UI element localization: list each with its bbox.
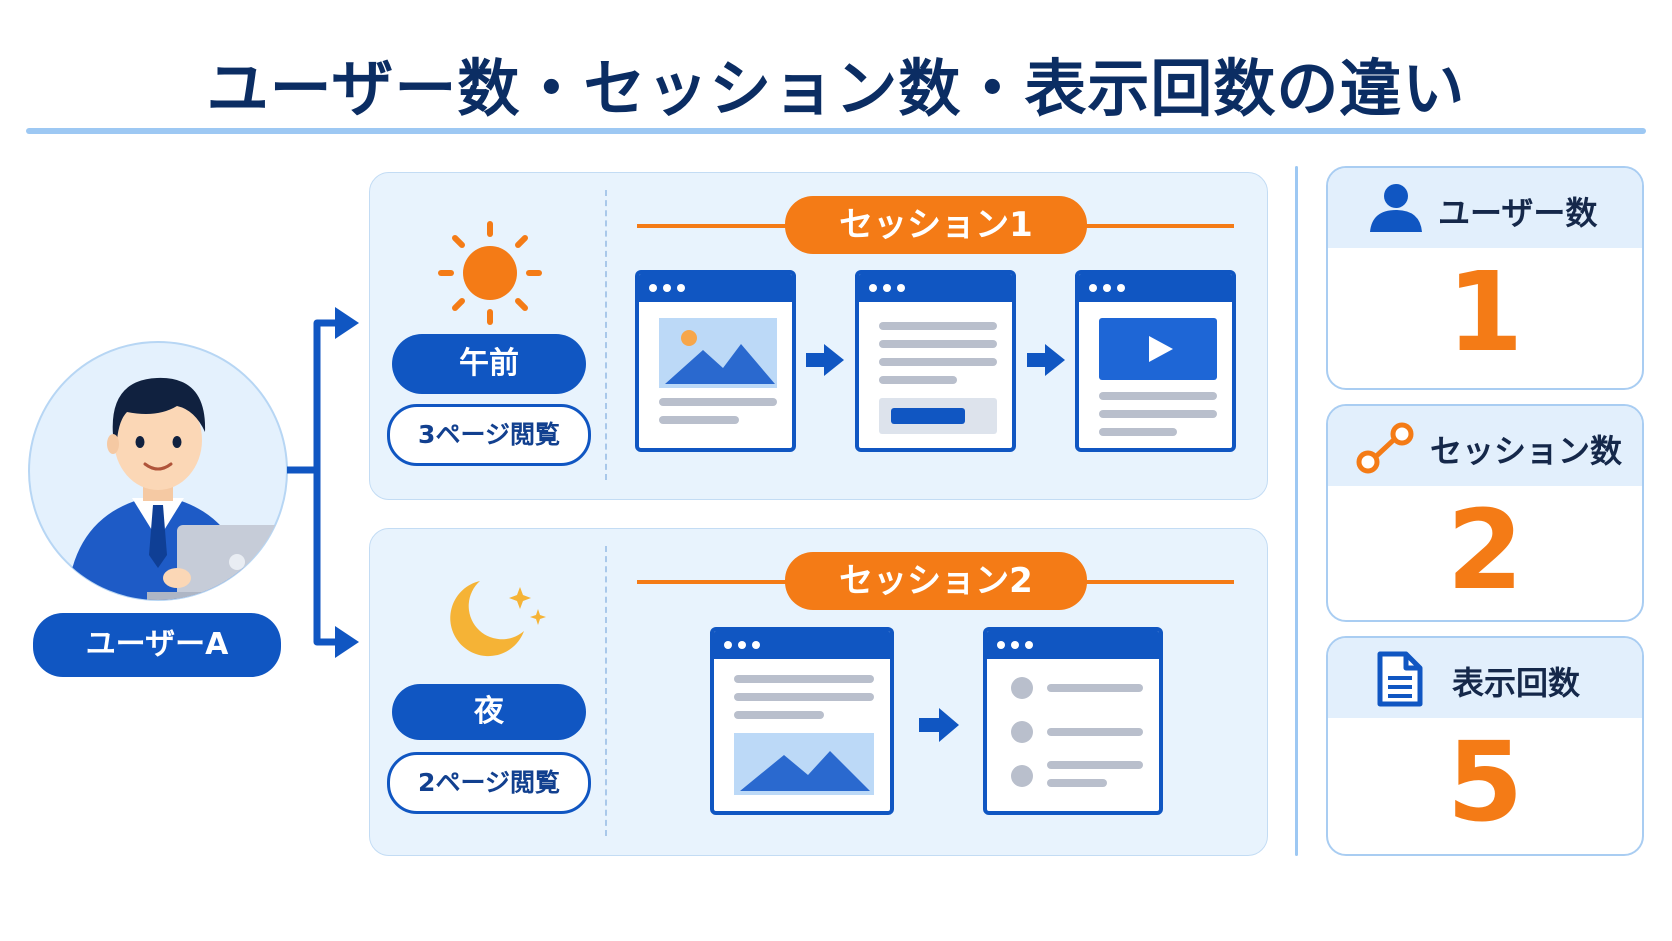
session-label-1: セッション1 [785, 196, 1087, 254]
arrow-right-icon [919, 708, 959, 742]
moon-icon [450, 581, 546, 657]
session-link-icon [1356, 422, 1414, 474]
metric-value-users: 1 [1446, 248, 1524, 376]
session-line-right [1082, 224, 1234, 228]
session-line-left [637, 224, 789, 228]
page-article [710, 627, 894, 815]
page-video [1075, 270, 1236, 452]
pages-badge-night: 2ページ閲覧 [387, 752, 591, 814]
arrow-right-icon [1027, 344, 1065, 376]
image-icon [734, 733, 874, 795]
play-icon [1099, 318, 1217, 380]
session-label-2: セッション2 [785, 552, 1087, 610]
metric-value-pageviews: 5 [1446, 718, 1524, 846]
user-icon [1370, 184, 1422, 232]
page-list [983, 627, 1163, 815]
session-line-right [1082, 580, 1234, 584]
session-line-left [637, 580, 789, 584]
metric-value-sessions: 2 [1446, 486, 1524, 614]
metric-card-pageviews: 表示回数 5 [1326, 636, 1644, 856]
arrow-right-icon [806, 344, 844, 376]
time-label-night: 夜 [392, 684, 586, 740]
button-graphic [891, 408, 965, 424]
page-image [635, 270, 796, 452]
metrics-divider [1295, 166, 1298, 856]
metric-label-sessions: セッション数 [1430, 432, 1623, 470]
image-icon [659, 318, 777, 388]
page-title: ユーザー数・セッション数・表示回数の違い [206, 52, 1466, 125]
document-icon [1377, 651, 1423, 707]
time-label-morning: 午前 [392, 334, 586, 394]
metric-card-users: ユーザー数 1 [1326, 166, 1644, 390]
sun-icon [438, 221, 542, 325]
user-connector [287, 307, 359, 658]
metric-label-pageviews: 表示回数 [1452, 664, 1581, 702]
title-divider [26, 128, 1646, 134]
metric-label-users: ユーザー数 [1438, 194, 1598, 232]
metric-card-sessions: セッション数 2 [1326, 404, 1644, 622]
user-avatar [27, 340, 289, 602]
page-text [855, 270, 1016, 452]
panel-divider [605, 190, 607, 480]
pages-badge-morning: 3ページ閲覧 [387, 404, 591, 466]
user-label: ユーザーA [33, 613, 281, 677]
panel-divider [605, 546, 607, 836]
